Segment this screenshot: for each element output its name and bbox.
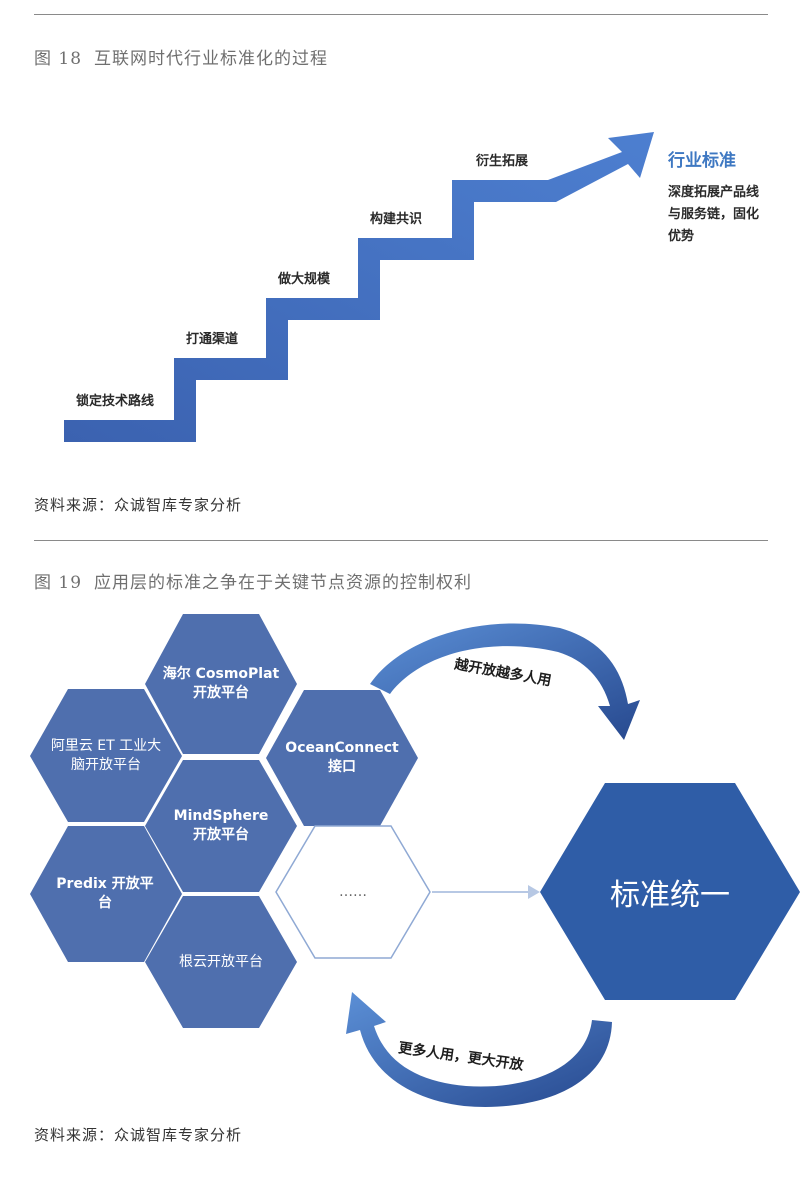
hex-mindsphere xyxy=(145,760,297,892)
hex-aliyun-label: 阿里云 ET 工业大脑开放平台 xyxy=(50,738,162,773)
hex-target-label: 标准统一 xyxy=(610,877,730,913)
middle-divider xyxy=(34,540,768,541)
fig18-source: 资料来源：众诚智库专家分析 xyxy=(34,496,243,514)
fig18-title: 图 18 互联网时代行业标准化的过程 xyxy=(34,44,328,69)
hex-oceanconnect-label: OceanConnect 接口 xyxy=(285,740,399,775)
hex-target xyxy=(540,783,800,1000)
step-label-5: 衍生拓展 xyxy=(476,154,529,169)
staircase-arrow xyxy=(64,132,654,442)
hex-predix xyxy=(30,826,182,962)
connector-arrowhead-icon xyxy=(528,885,540,899)
step-label-1: 锁定技术路线 xyxy=(76,394,155,409)
fig19-title: 图 19 应用层的标准之争在于关键节点资源的控制权利 xyxy=(34,568,472,593)
hex-oceanconnect xyxy=(266,690,418,826)
hex-mindsphere-label: MindSphere 开放平台 xyxy=(173,808,269,843)
goal-title: 行业标准 xyxy=(668,151,736,171)
hex-genyun xyxy=(145,896,297,1028)
step-label-3: 做大规模 xyxy=(278,272,331,287)
step-label-4: 构建共识 xyxy=(370,212,423,227)
fig19-title-text: 应用层的标准之争在于关键节点资源的控制权利 xyxy=(94,573,473,593)
fig19-source: 资料来源：众诚智库专家分析 xyxy=(34,1126,243,1144)
fig18-number: 图 18 xyxy=(34,49,83,69)
fig18-title-text: 互联网时代行业标准化的过程 xyxy=(94,49,329,69)
hex-aliyun xyxy=(30,689,182,822)
top-divider xyxy=(34,14,768,15)
bottom-curved-arrow xyxy=(346,992,612,1107)
fig19-number: 图 19 xyxy=(34,573,83,593)
hex-ellipsis-label: …… xyxy=(339,883,367,900)
goal-description: 深度拓展产品线与服务链，固化优势 xyxy=(668,185,760,244)
step-label-2: 打通渠道 xyxy=(186,332,239,347)
hex-haier-label: 海尔 CosmoPlat 开放平台 xyxy=(162,666,280,701)
hex-genyun-label: 根云开放平台 xyxy=(179,953,263,970)
hex-ellipsis xyxy=(275,825,431,959)
top-curved-arrow xyxy=(370,623,640,740)
hex-haier xyxy=(145,614,297,754)
hex-predix-label: Predix 开放平台 xyxy=(56,876,154,911)
